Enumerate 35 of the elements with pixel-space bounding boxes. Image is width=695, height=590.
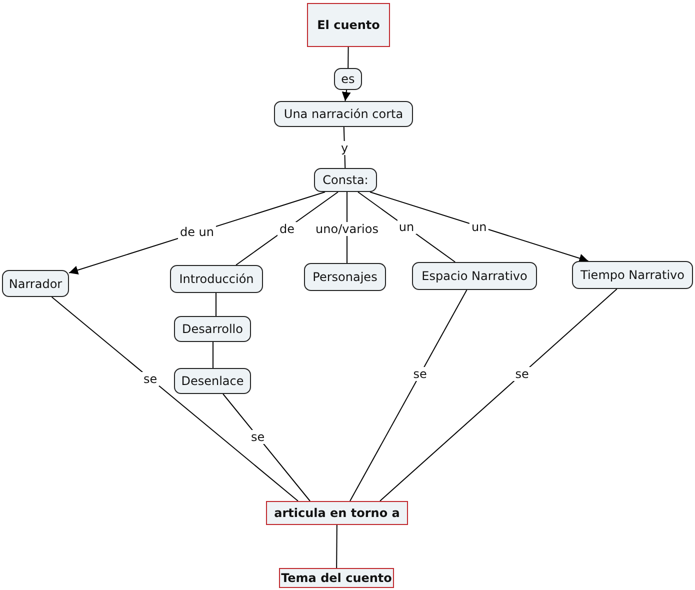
arrow	[342, 90, 351, 102]
concept-box: es	[334, 68, 362, 90]
connector-line	[51, 296, 298, 502]
edge-label: de un	[178, 225, 216, 240]
edge-label: se	[249, 430, 267, 444]
edge-label: se	[513, 366, 531, 381]
edge-label: un	[470, 220, 489, 234]
connector-line	[350, 290, 468, 502]
connector-line	[336, 524, 338, 568]
concept-box: Una narración corta	[274, 101, 413, 127]
concept-box: Narrador	[2, 270, 69, 297]
concept-box: Tiempo Narrativo	[572, 261, 693, 289]
concept-box: Espacio Narrativo	[412, 262, 537, 290]
connector-line	[236, 192, 338, 266]
connector-line	[222, 394, 310, 502]
key-concept-box: Tema del cuento	[279, 568, 394, 588]
edge-label: se	[141, 372, 160, 386]
key-concept-box: articula en torno a	[266, 501, 408, 525]
concept-box: Personajes	[304, 263, 386, 291]
concept-box: Desarrollo	[174, 316, 251, 342]
concept-box: Desenlace	[174, 368, 251, 394]
connector-line	[343, 126, 346, 168]
concept-box: Consta:	[314, 168, 377, 192]
edge-label: se	[411, 367, 429, 382]
edge-label: de	[278, 222, 297, 236]
edge-label: uno/varios	[314, 222, 380, 236]
edge-label: y	[338, 140, 350, 154]
arrow	[370, 192, 589, 263]
connector-line	[212, 342, 214, 368]
connector-line	[380, 288, 618, 502]
key-concept-box: El cuento	[307, 3, 390, 47]
connector-line	[348, 46, 349, 68]
connector-line	[358, 192, 456, 262]
concept-box: Introducción	[170, 265, 263, 293]
edge-label: un	[396, 220, 416, 234]
